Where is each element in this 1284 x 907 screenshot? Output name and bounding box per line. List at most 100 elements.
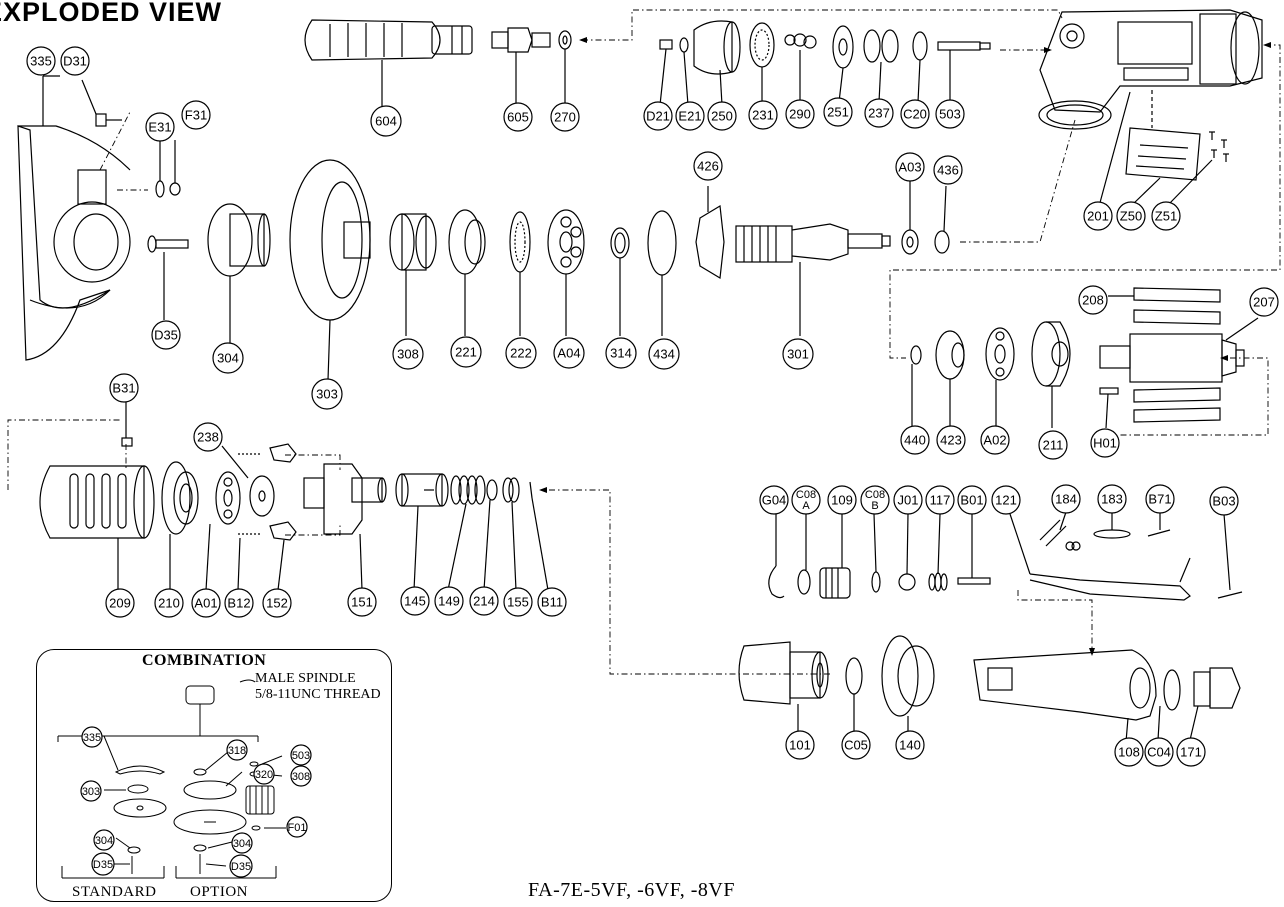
callout-combo-308: 308 (290, 765, 312, 787)
callout-combo-318: 318 (226, 739, 248, 761)
callout-201: 201 (1083, 201, 1113, 231)
handle-604 (304, 19, 473, 108)
callout-combo-d35b: D35 (229, 854, 253, 878)
combination-label-option: OPTION (190, 884, 248, 900)
callout-number: 140 (899, 738, 921, 753)
callout-number: 318 (228, 745, 246, 757)
callout-101: 101 (785, 730, 815, 760)
callout-238: 238 (193, 422, 223, 452)
callout-number: B71 (1148, 492, 1171, 507)
gear-423 (935, 330, 965, 426)
seal-222 (509, 211, 531, 336)
callout-number: 503 (939, 107, 961, 122)
callout-circle (400, 586, 430, 616)
callout-circle (935, 99, 965, 129)
callout-number: 149 (438, 594, 460, 609)
callout-number: 207 (1253, 295, 1275, 310)
callout-number: C08 (796, 489, 816, 501)
callout-303: 303 (311, 378, 343, 410)
callout-circle (392, 338, 424, 370)
callout-c20: C20 (900, 99, 930, 129)
callout-circle (503, 102, 533, 132)
callout-number: 152 (266, 596, 288, 611)
callout-circle (893, 485, 923, 515)
washer-270 (558, 30, 572, 108)
callout-270: 270 (550, 102, 580, 132)
callout-combo-503: 503 (290, 744, 312, 766)
callout-number: B12 (227, 596, 250, 611)
callout-number: 440 (904, 433, 926, 448)
callout-suffix: A (802, 500, 810, 512)
callout-circle (93, 829, 115, 851)
callout-circle (434, 586, 464, 616)
callout-423: 423 (936, 425, 966, 455)
spindle-301 (735, 223, 891, 336)
callout-circle (154, 588, 184, 618)
callout-circle (1116, 201, 1146, 231)
callout-number: D21 (646, 109, 670, 124)
spring-pin-e31 (155, 140, 181, 198)
callout-circle (693, 151, 723, 181)
oring-c04 (1157, 669, 1181, 741)
callout-number: D35 (154, 328, 178, 343)
callout-number: 604 (375, 114, 397, 129)
callout-210: 210 (154, 588, 184, 618)
callout-circle (229, 854, 253, 878)
callout-circle (81, 726, 103, 748)
callout-circle (181, 100, 211, 130)
callout-a04: A04 (553, 337, 585, 369)
page-title: EXPLODED VIEW (0, 0, 223, 27)
callout-number: B01 (960, 493, 983, 508)
callout-436: 436 (933, 155, 963, 185)
callout-number: 320 (255, 769, 273, 781)
callout-circle (253, 763, 275, 785)
callout-circle (991, 485, 1021, 515)
ring-b11 (529, 481, 549, 591)
callout-number: 201 (1087, 209, 1109, 224)
callout-251: 251 (823, 97, 853, 127)
callout-combo-f01: F01 (286, 816, 308, 838)
callout-335: 335 (26, 46, 56, 76)
callout-222: 222 (505, 337, 537, 369)
callout-circle (791, 485, 821, 515)
callout-number: 304 (95, 835, 113, 847)
callout-number: A01 (194, 596, 217, 611)
callout-231: 231 (748, 100, 778, 130)
callout-circle (1038, 430, 1068, 460)
callout-440: 440 (900, 425, 930, 455)
callout-number: D35 (93, 859, 113, 871)
callout-circle (145, 112, 175, 142)
bolt-d35 (147, 235, 189, 320)
callout-number: 335 (30, 54, 52, 69)
callout-combo-320: 320 (253, 763, 275, 785)
callout-211: 211 (1038, 430, 1068, 460)
callout-f31: F31 (181, 100, 211, 130)
callout-number: 303 (316, 387, 338, 402)
callout-circle (675, 101, 705, 131)
callout-circle (827, 485, 857, 515)
callout-number: 423 (940, 433, 962, 448)
callout-circle (193, 422, 223, 452)
spring-149 (447, 475, 486, 591)
title-clip: EXPLODED VIEW (0, 0, 240, 34)
callout-304: 304 (212, 342, 244, 374)
callout-circle (450, 336, 482, 368)
callout-number: 208 (1082, 293, 1104, 308)
pad-303 (289, 159, 371, 381)
callout-circle (91, 852, 115, 876)
callout-number: 145 (404, 594, 426, 609)
ring-314 (610, 227, 630, 336)
callout-183: 183 (1097, 484, 1127, 514)
callout-circle (553, 337, 585, 369)
motor-housing-201 (1038, 9, 1263, 211)
callout-number: 221 (455, 345, 477, 360)
callout-number: 210 (158, 596, 180, 611)
gasket-434 (647, 210, 677, 336)
callout-circle (347, 587, 377, 617)
callout-number: 436 (937, 163, 959, 178)
callout-b11: B11 (537, 587, 567, 617)
callout-number: C05 (844, 738, 868, 753)
